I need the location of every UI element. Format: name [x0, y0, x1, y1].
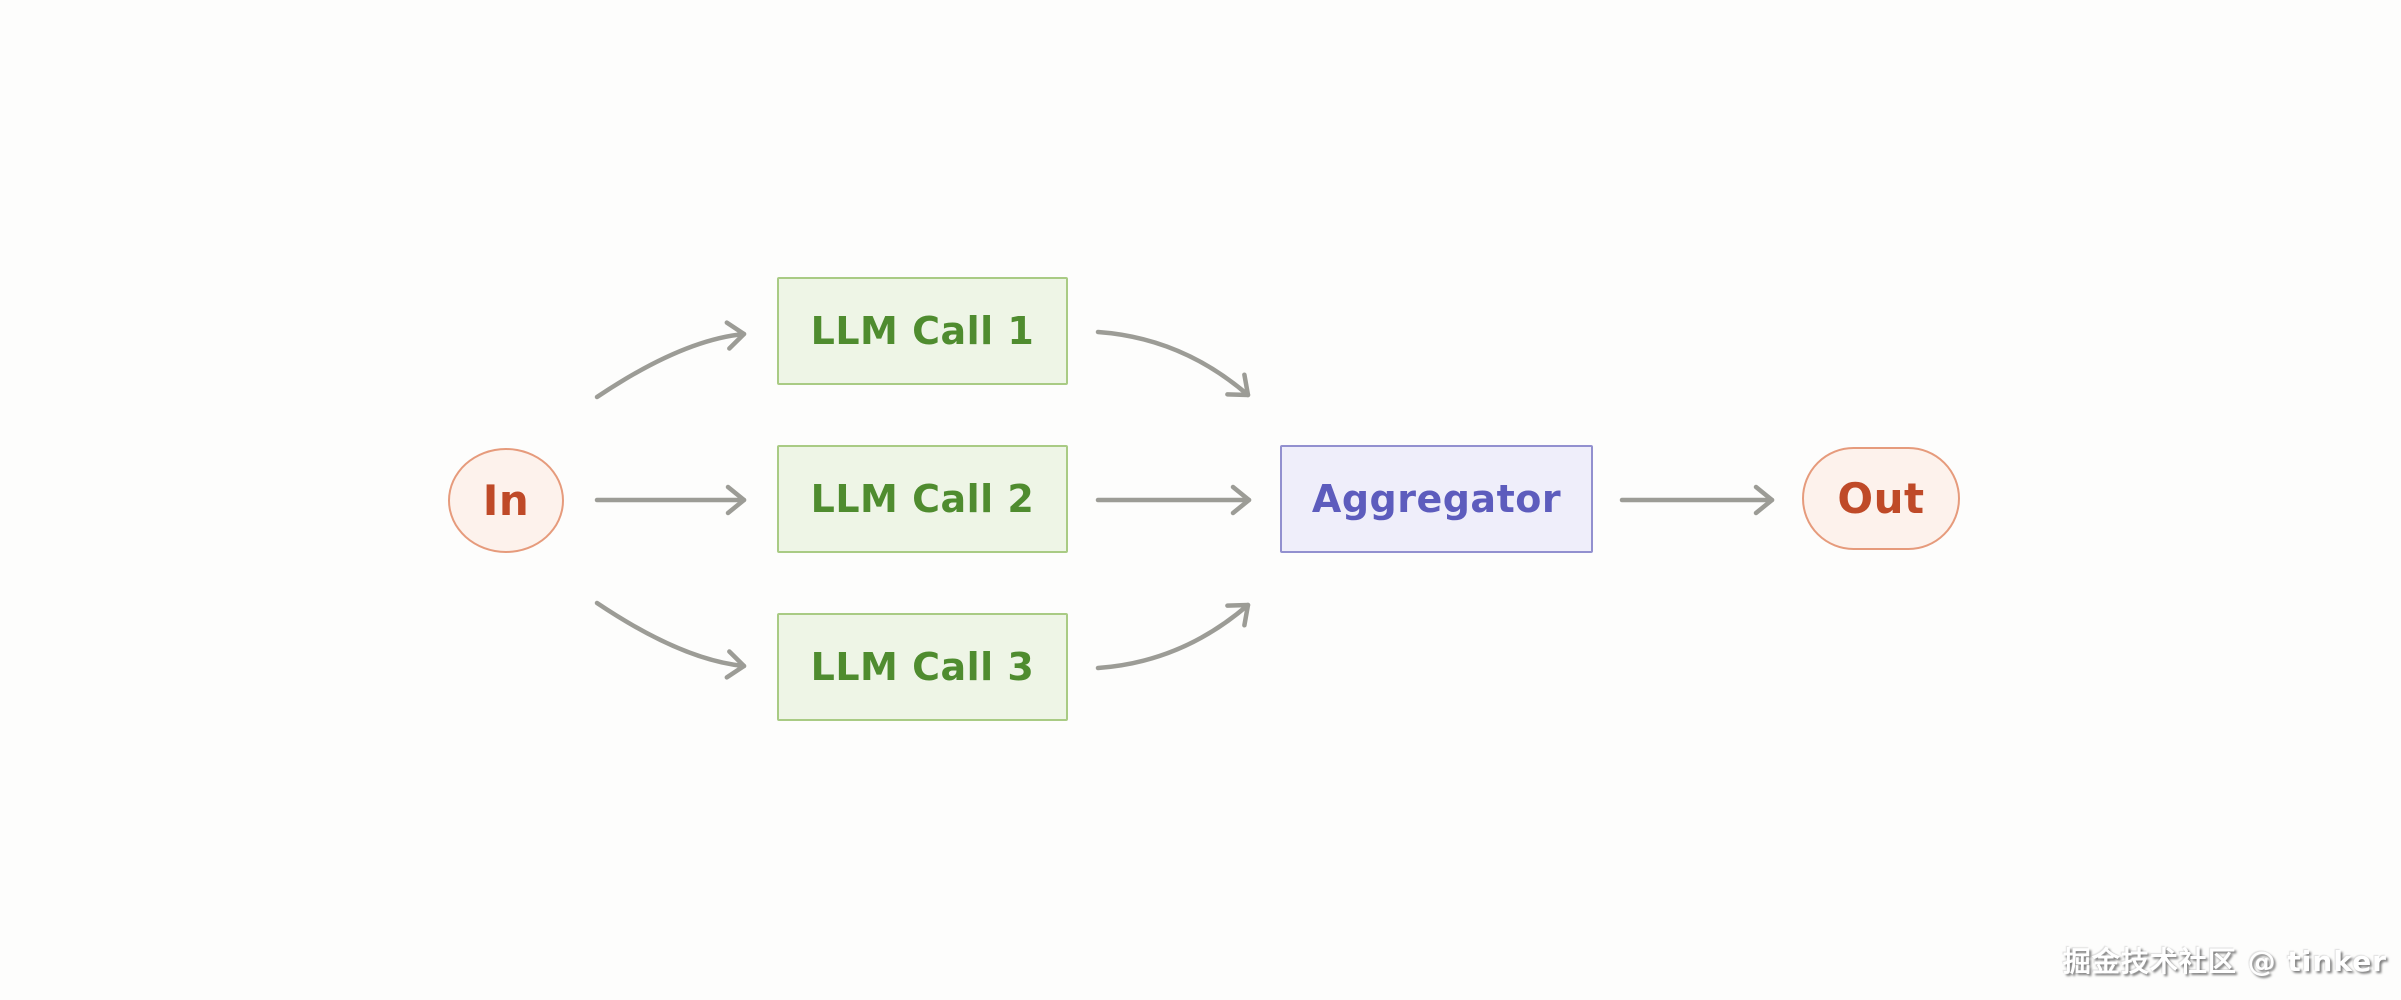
node-llm-call-2: LLM Call 2 — [777, 445, 1068, 553]
node-aggregator: Aggregator — [1280, 445, 1593, 553]
edge-llm1-to-aggregator-arrow — [1095, 329, 1251, 398]
node-out: Out — [1802, 447, 1960, 550]
edge-in-to-llm3-arrow — [594, 600, 747, 680]
edge-llm3-to-aggregator-arrow — [1095, 602, 1251, 671]
edge-in-to-llm1-arrow — [594, 320, 747, 400]
node-llm-call-1: LLM Call 1 — [777, 277, 1068, 385]
node-llm-call-3: LLM Call 3 — [777, 613, 1068, 721]
watermark: 掘金技术社区 @ tinker — [2062, 945, 2387, 978]
node-in: In — [448, 448, 564, 553]
